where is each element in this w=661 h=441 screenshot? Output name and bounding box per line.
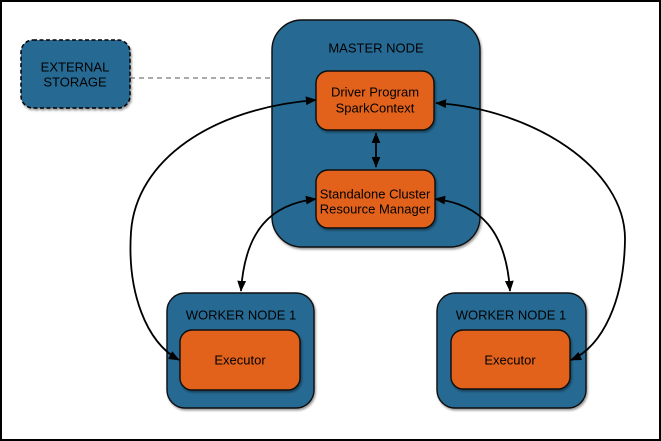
- executor-left-label: Executor: [214, 353, 266, 368]
- resource-manager-label-line1: Standalone Cluster: [320, 187, 431, 202]
- driver-program-node: [315, 70, 435, 131]
- executor-node-left: [179, 329, 301, 391]
- edge-resource-manager-to-worker-left: [237, 195, 317, 292]
- worker-node-left-label: WORKER NODE 1: [186, 308, 297, 323]
- worker-node-right-label: WORKER NODE 1: [456, 308, 567, 323]
- driver-program-label-line1: Driver Program: [331, 85, 419, 100]
- edge-driver-to-executor-left: [129, 96, 317, 361]
- executor-node-right: [450, 329, 571, 390]
- edge-driver-to-executor-right: [435, 99, 626, 361]
- driver-program-label-line2: SparkContext: [336, 101, 415, 116]
- executor-right-label: Executor: [484, 353, 536, 368]
- resource-manager-label-line2: Resource Manager: [320, 202, 431, 217]
- external-storage-label-line1: EXTERNAL: [41, 60, 110, 75]
- external-storage-node: [20, 39, 131, 109]
- external-storage-label-line2: STORAGE: [43, 75, 107, 90]
- edge-resource-manager-to-worker-right: [434, 195, 514, 292]
- resource-manager-node: [315, 169, 436, 229]
- master-node-label: MASTER NODE: [328, 41, 424, 56]
